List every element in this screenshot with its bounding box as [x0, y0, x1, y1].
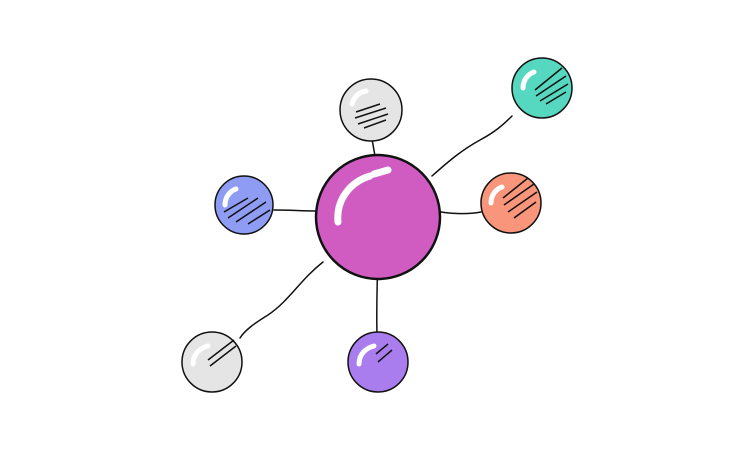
- hatch-icon: [534, 67, 569, 105]
- highlight-icon: [520, 69, 537, 91]
- line-to-bottom-left-node: [239, 261, 324, 339]
- line-to-teal-node: [431, 115, 513, 177]
- line-to-blue-node: [273, 209, 316, 212]
- highlight-icon: [334, 166, 392, 226]
- node-teal: [511, 57, 573, 119]
- node-blue: [214, 175, 274, 235]
- hatch-icon: [207, 339, 237, 367]
- highlight-icon: [349, 88, 369, 107]
- node-orange: [480, 172, 542, 234]
- hatch-icon: [354, 103, 389, 129]
- hatch-icon: [223, 197, 271, 225]
- node-fill: [181, 331, 243, 393]
- hatch-icon: [375, 343, 393, 363]
- node-center: [314, 153, 442, 281]
- highlight-icon: [488, 184, 505, 206]
- highlight-icon: [222, 186, 239, 208]
- highlight-icon: [190, 343, 211, 367]
- line-to-orange-node: [440, 211, 482, 215]
- node-bottom-left-gray: [181, 331, 243, 393]
- node-fill: [339, 78, 403, 142]
- highlight-icon: [356, 343, 377, 367]
- node-top-gray: [339, 78, 403, 142]
- hatch-icon: [502, 177, 538, 219]
- node-purple: [347, 331, 409, 393]
